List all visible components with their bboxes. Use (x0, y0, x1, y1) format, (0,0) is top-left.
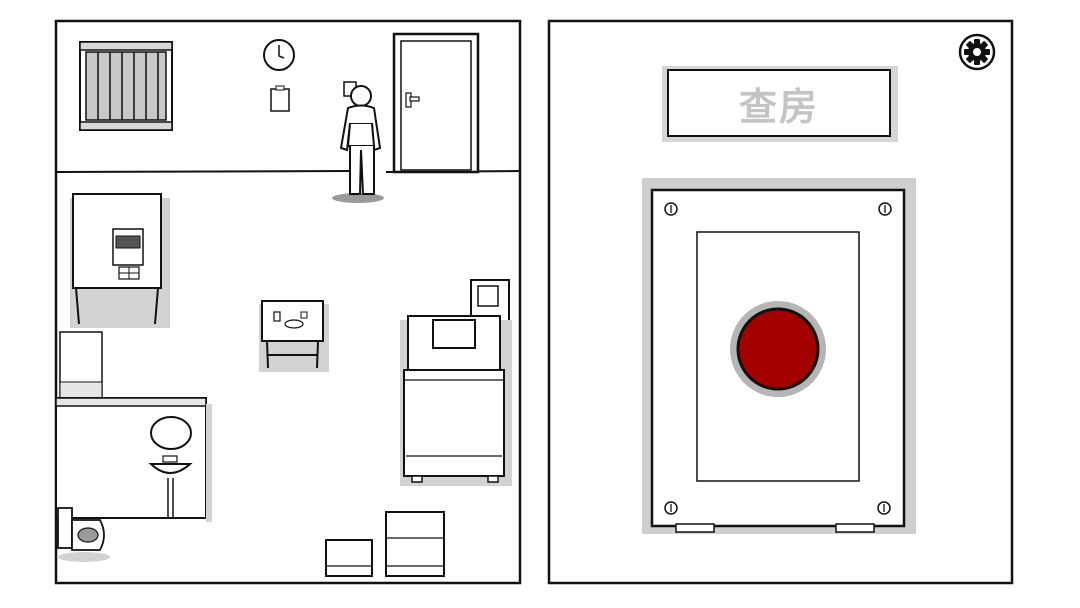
gear-icon[interactable] (958, 33, 996, 71)
character[interactable] (332, 85, 384, 203)
cup[interactable] (273, 311, 281, 322)
check-room-label[interactable]: 查房 (738, 84, 819, 129)
screw-bottom-left (664, 501, 678, 515)
sink[interactable] (148, 455, 193, 518)
microwave[interactable] (112, 228, 144, 280)
screw-bottom-right (877, 501, 891, 515)
bed[interactable] (400, 315, 512, 486)
notice-paper[interactable] (270, 85, 290, 112)
toilet[interactable] (57, 507, 110, 562)
screw-top-right (878, 202, 892, 216)
plate[interactable] (284, 311, 308, 329)
storage-box[interactable] (325, 539, 373, 577)
wardrobe[interactable] (59, 331, 103, 401)
red-push-button[interactable] (730, 301, 826, 397)
pillow (432, 319, 476, 349)
bathroom-counter (55, 397, 212, 522)
check-room-button-frame[interactable] (667, 69, 891, 137)
screw-top-left (664, 202, 678, 216)
nightstand[interactable] (385, 511, 445, 577)
mirror[interactable] (150, 416, 192, 450)
door[interactable] (392, 32, 480, 174)
wall-clock[interactable] (263, 39, 295, 71)
side-table[interactable] (259, 300, 329, 372)
window[interactable] (79, 41, 173, 131)
